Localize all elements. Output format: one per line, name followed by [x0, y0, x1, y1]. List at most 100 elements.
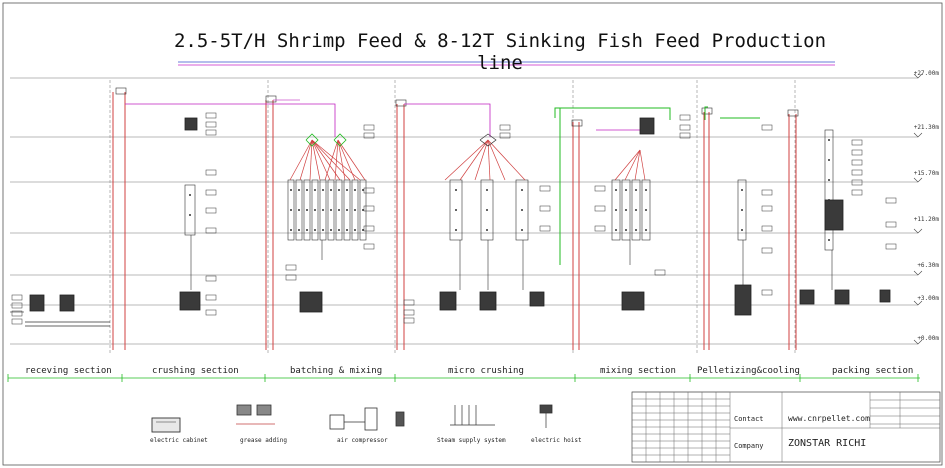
callout-tag	[594, 205, 606, 212]
micro-bin	[480, 179, 494, 241]
callout-tag	[654, 269, 666, 276]
elevation-label: +27.00m	[913, 70, 939, 77]
elevator-head	[701, 107, 713, 115]
hammer-mill	[179, 291, 201, 311]
silo-dot	[290, 229, 292, 231]
callout-tag	[761, 124, 773, 131]
premix-bin	[631, 179, 641, 241]
silo-dot	[330, 209, 332, 211]
silo-dot	[306, 189, 308, 191]
cooler	[824, 199, 844, 231]
distribution-pipe	[337, 139, 366, 181]
batching-bin	[327, 179, 335, 241]
silo-dot	[346, 229, 348, 231]
distribution-pipe	[487, 139, 526, 181]
silo-dot	[322, 229, 324, 231]
silo-dot	[346, 189, 348, 191]
elevator-head	[265, 95, 277, 103]
silo-dot	[338, 229, 340, 231]
micro-bin	[515, 179, 529, 241]
elevation-marker	[913, 73, 923, 79]
grease-adding-icon	[236, 404, 252, 416]
callout-tag	[851, 179, 863, 186]
elevation-marker	[913, 270, 923, 276]
elevation-marker	[913, 132, 923, 138]
distribution-pipe	[624, 149, 641, 181]
silo-dot	[635, 229, 637, 231]
callout-tag	[885, 197, 897, 204]
silo-dot	[362, 209, 364, 211]
silo-dot	[338, 209, 340, 211]
distribution-pipe	[337, 139, 346, 181]
elevation-marker	[913, 300, 923, 306]
silo-dot	[625, 229, 627, 231]
silo-dot	[521, 189, 523, 191]
silo-dot	[828, 159, 830, 161]
section-batching-mixing: batching & mixing	[290, 366, 383, 376]
green-conveyor	[554, 107, 671, 120]
silo-dot	[635, 209, 637, 211]
callout-tag	[885, 243, 897, 250]
callout-tag	[205, 207, 217, 214]
elevation-marker	[913, 228, 923, 234]
silo-dot	[455, 209, 457, 211]
premix-bin	[611, 179, 621, 241]
callout-tag	[403, 317, 415, 324]
elevation-label: +15.70m	[913, 170, 939, 177]
callout-tag	[539, 205, 551, 212]
distribution-pipe	[487, 139, 506, 181]
distributor	[305, 133, 319, 147]
silo-dot	[290, 209, 292, 211]
silo-dot	[314, 189, 316, 191]
elevation-label: +11.20m	[913, 216, 939, 223]
top-machine	[184, 117, 198, 131]
packing-scale	[834, 289, 850, 305]
silo-dot	[354, 189, 356, 191]
elevation-label: +21.30m	[913, 124, 939, 131]
receiving-machine	[29, 294, 45, 312]
micro-pulverizer	[439, 291, 457, 311]
callout-tag	[851, 169, 863, 176]
silo-dot	[645, 229, 647, 231]
section-micro-crushing: micro crushing	[448, 366, 524, 376]
callout-tag	[11, 302, 23, 309]
silo-dot	[741, 229, 743, 231]
diagram-title: 2.5-5T/H Shrimp Feed & 8-12T Sinking Fis…	[173, 30, 827, 74]
batching-bin	[295, 179, 303, 241]
callout-tag	[851, 159, 863, 166]
micro-bin	[449, 179, 463, 241]
callout-tag	[205, 309, 217, 316]
distribution-pipe	[614, 149, 641, 181]
silo-dot	[314, 209, 316, 211]
silo-dot	[322, 189, 324, 191]
callout-tag	[205, 112, 217, 119]
silo-dot	[306, 209, 308, 211]
callout-tag	[363, 187, 375, 194]
micro-pulverizer	[479, 291, 497, 311]
elevator-head	[787, 109, 799, 117]
callout-tag	[363, 124, 375, 131]
callout-tag	[539, 185, 551, 192]
silo-dot	[625, 209, 627, 211]
silo-dot	[290, 189, 292, 191]
callout-tag	[285, 274, 297, 281]
packing-bin	[824, 129, 834, 251]
silo-dot	[346, 209, 348, 211]
batching-bin	[311, 179, 319, 241]
elevator-head	[115, 87, 127, 95]
silo-dot	[298, 189, 300, 191]
distribution-pipe	[337, 139, 356, 181]
silo-dot	[354, 209, 356, 211]
silo-dot	[521, 229, 523, 231]
mixer	[621, 291, 645, 311]
distribution-pipe	[459, 139, 489, 181]
silo-dot	[615, 209, 617, 211]
callout-tag	[761, 189, 773, 196]
callout-tag	[403, 309, 415, 316]
callout-tag	[851, 139, 863, 146]
callout-tag	[205, 169, 217, 176]
silo-dot	[741, 209, 743, 211]
premix-bin	[641, 179, 651, 241]
silo-dot	[354, 229, 356, 231]
